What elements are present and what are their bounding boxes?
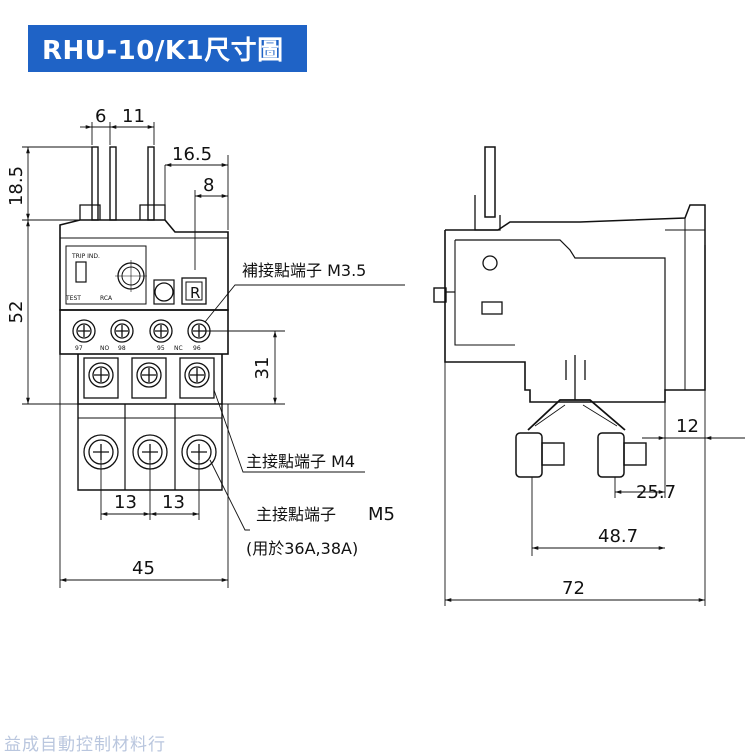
dim-45: 45 — [132, 558, 155, 579]
watermark: 益成自動控制材料行 — [4, 735, 166, 755]
dim-52: 52 — [6, 301, 27, 324]
mark-98: 98 — [118, 345, 126, 352]
dim-48-7: 48.7 — [598, 526, 638, 547]
dim-12: 12 — [676, 416, 699, 437]
dim-16-5: 16.5 — [172, 144, 212, 165]
mark-rca: RCA — [100, 295, 113, 302]
mark-no: NO — [100, 345, 109, 352]
dim-6: 6 — [95, 106, 106, 127]
mark-97: 97 — [75, 345, 83, 352]
dim-18-5: 18.5 — [6, 166, 27, 206]
front-view: R — [22, 122, 405, 588]
label-m5-note: (用於36A,38A) — [246, 539, 358, 558]
side-view — [433, 146, 745, 606]
label-aux-terminal: 補接點端子 M3.5 — [242, 261, 366, 280]
label-main-terminal-m5: 主接點端子 — [256, 505, 336, 524]
dim-72: 72 — [562, 578, 585, 599]
dim-11: 11 — [122, 106, 145, 127]
dim-8: 8 — [203, 175, 214, 196]
svg-text:R: R — [190, 284, 200, 302]
mark-96: 96 — [193, 345, 201, 352]
dim-13-left: 13 — [114, 492, 137, 513]
dim-13-right: 13 — [162, 492, 185, 513]
mark-nc: NC — [174, 345, 183, 352]
dim-31: 31 — [252, 357, 273, 380]
mark-95: 95 — [157, 345, 165, 352]
label-m5-size: M5 — [368, 504, 395, 525]
dim-25-7: 25.7 — [636, 482, 676, 503]
mark-test: TEST — [65, 295, 81, 302]
diagram-title: RHU-10/K1尺寸圖 — [28, 25, 307, 72]
label-main-terminal-m4: 主接點端子 M4 — [246, 452, 355, 471]
mark-trip-ind: TRIP IND. — [71, 253, 100, 260]
